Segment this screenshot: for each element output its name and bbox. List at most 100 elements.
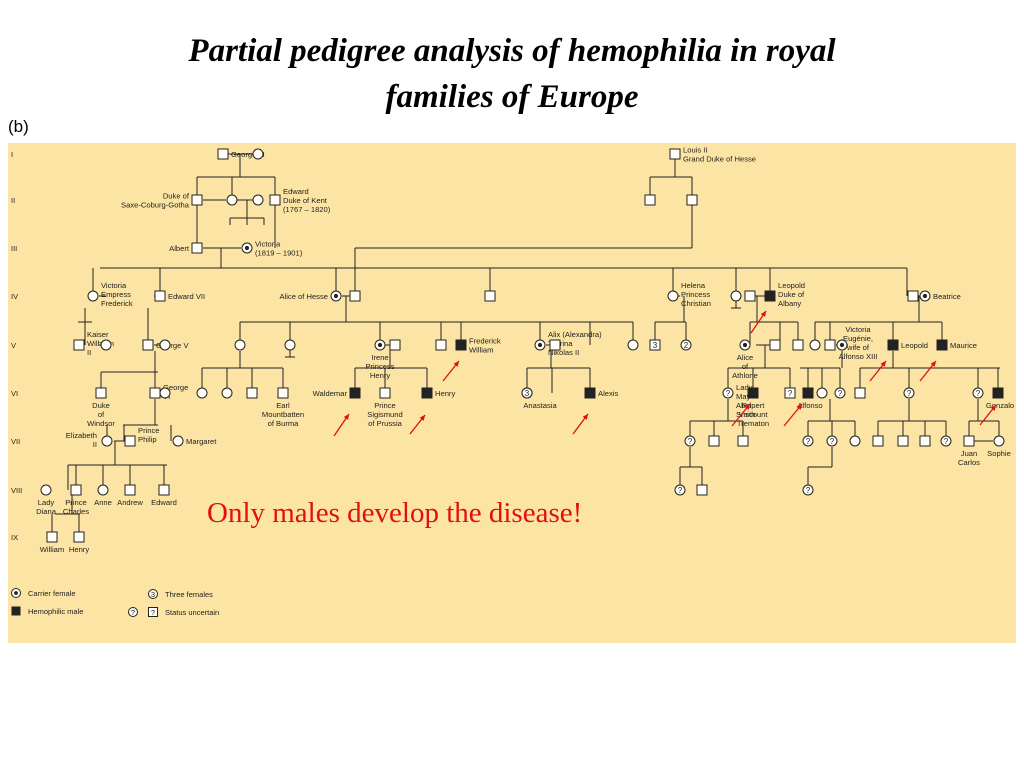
- person-label-line: Prince: [374, 401, 396, 410]
- person-label-line: Abel: [736, 401, 752, 410]
- male-symbol: [269, 194, 281, 206]
- red-arrow: [919, 360, 937, 382]
- person-fred: [455, 339, 467, 351]
- arrow-head: [343, 414, 349, 420]
- male-symbol: [744, 290, 756, 302]
- uncertain-glyph: ?: [788, 389, 793, 398]
- person-label: Alix (Alexandra)TsarinaNikolas II: [548, 330, 602, 357]
- person-label-line: Edward VII: [168, 292, 205, 301]
- male-symbol: [936, 339, 948, 351]
- slide-title: Partial pedigree analysis of hemophilia …: [0, 28, 1024, 120]
- person-label-line: of: [98, 410, 105, 419]
- person-label-line: Athlone: [732, 371, 758, 380]
- generation-label: VIII: [11, 486, 22, 495]
- uncertain-glyph: ?: [976, 389, 981, 398]
- unnamed-individual: [696, 484, 708, 496]
- person-label-line: May: [736, 392, 751, 401]
- person-waldemar: [349, 387, 361, 399]
- unnamed-individual: [897, 435, 909, 447]
- person-label: Alice of Hesse: [279, 292, 328, 301]
- male-symbol: [154, 290, 166, 302]
- female-symbol: [97, 484, 109, 496]
- uncertain-glyph: ?: [838, 389, 843, 398]
- person-label-line: Carlos: [958, 458, 980, 467]
- female-symbol: [100, 339, 112, 351]
- male-symbol: [124, 435, 136, 447]
- person-label-line: Anne: [94, 498, 112, 507]
- male-symbol: [919, 435, 931, 447]
- male-symbol: [73, 531, 85, 543]
- unnamed-individual: ?: [684, 435, 696, 447]
- unnamed-individual: [849, 435, 861, 447]
- person-label: Sophie: [987, 449, 1011, 458]
- male-symbol: [484, 290, 496, 302]
- unnamed-individual: ?: [674, 484, 686, 496]
- person-label-line: Victoria: [845, 325, 871, 334]
- person-label-line: Prince: [138, 426, 160, 435]
- unnamed-individual: ?: [903, 387, 915, 399]
- female-symbol: [196, 387, 208, 399]
- group-count: 2: [684, 341, 689, 350]
- person-label-line: Elizabeth: [66, 431, 97, 440]
- unnamed-individual: [100, 339, 112, 351]
- group-count: 3: [525, 389, 530, 398]
- person-ladymay: ?: [722, 387, 734, 399]
- unnamed-individual: [389, 339, 401, 351]
- person-label-line: Victoria: [101, 281, 127, 290]
- female-symbol: [903, 387, 915, 399]
- title-line-2: families of Europe: [385, 79, 639, 115]
- person-label-line: Saxe-Coburg-Gotha: [121, 201, 190, 210]
- person-label-line: Alfonso XIII: [839, 352, 878, 361]
- person-label-line: Andrew: [117, 498, 143, 507]
- unnamed-individual: [737, 435, 749, 447]
- male-symbol: [191, 242, 203, 254]
- female-symbol: [849, 435, 861, 447]
- arrow-head: [744, 404, 750, 410]
- person-edward: [158, 484, 170, 496]
- generation-label: III: [11, 244, 17, 253]
- person-label: George III: [231, 150, 265, 159]
- legend-label: Status uncertain: [165, 608, 219, 617]
- person-label-line: Grand Duke of Hesse: [683, 155, 756, 164]
- person-label-line: Sophie: [987, 449, 1011, 458]
- person-label: Alfonso: [797, 401, 822, 410]
- person-label: Margaret: [186, 437, 217, 446]
- generation-label: IV: [11, 292, 18, 301]
- legend-label: Carrier female: [28, 589, 76, 598]
- arrow-head: [880, 361, 886, 367]
- female-symbol: [809, 339, 821, 351]
- person-label-line: Edward: [283, 187, 309, 196]
- person-irene: [374, 339, 386, 351]
- person-label: George V: [156, 341, 189, 350]
- person-kent: [269, 194, 281, 206]
- male-symbol: [737, 435, 749, 447]
- unnamed-individual: [644, 194, 656, 206]
- generation-label: VI: [11, 389, 18, 398]
- legend-uncertain-male: [148, 607, 158, 617]
- person-label-line: Alix (Alexandra): [548, 330, 602, 339]
- unnamed-individual: [349, 290, 361, 302]
- generation-label: IX: [11, 533, 18, 542]
- male-symbol: [792, 339, 804, 351]
- arrow-head: [760, 311, 766, 317]
- male-symbol: [46, 531, 58, 543]
- carrier-dot: [839, 342, 845, 348]
- uncertain-glyph: ?: [944, 437, 949, 446]
- person-label-line: Wilhelm: [87, 339, 114, 348]
- female-symbol: [521, 387, 533, 399]
- male-symbol: [70, 484, 82, 496]
- person-rupert: [747, 387, 759, 399]
- person-alexis: [584, 387, 596, 399]
- person-label-line: Prince: [65, 498, 87, 507]
- female-symbol: [940, 435, 952, 447]
- person-label-line: Duke of: [163, 192, 190, 201]
- person-label: Henry: [69, 545, 89, 554]
- person-mountbatten: [277, 387, 289, 399]
- male-symbol: [349, 387, 361, 399]
